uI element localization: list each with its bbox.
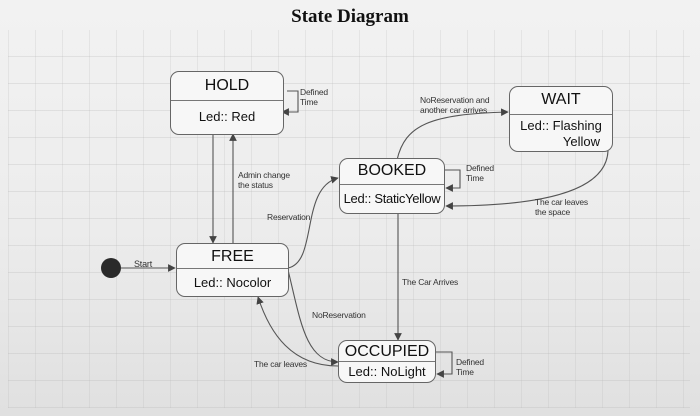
edge-free-occupied [287,269,339,366]
label-occupied-defined-time-line2: Time [456,367,474,377]
start-node [101,258,121,278]
label-reservation: Reservation [267,212,311,222]
state-booked-name: BOOKED [340,159,444,185]
label-car-leaves: The car leaves [254,359,307,369]
label-occupied-defined-time: Defined Time [456,357,484,377]
edge-hold-self [281,90,299,116]
label-car-leaves-space-line1: The car leaves [535,197,588,207]
diagram-title: State Diagram [291,6,409,27]
label-car-leaves-space-line2: the space [535,207,571,217]
state-free-led: Led:: Nocolor [193,275,272,290]
state-occupied[interactable]: OCCUPIED Led:: NoLight [338,340,436,383]
state-booked[interactable]: BOOKED Led:: StaticYellow [339,158,445,214]
label-hold-defined-time-line2: Time [300,97,318,107]
label-hold-defined-time-line1: Defined [300,87,328,97]
start-label: Start [134,259,153,269]
state-hold-led: Led:: Red [198,109,256,124]
label-no-reservation-line1: NoReservation and [420,95,490,105]
state-wait-name: WAIT [510,87,612,115]
edge-booked-self [444,169,461,192]
edge-booked-wait [396,108,509,161]
edge-free-booked [287,176,339,269]
label-no-reservation-line2: another car arrives [420,105,488,115]
state-occupied-name: OCCUPIED [339,341,435,362]
label-no-reservation: NoReservation [312,310,366,320]
state-wait[interactable]: WAIT Led:: Flashing Yellow [509,86,613,152]
edge-wait-booked [445,150,609,210]
edge-occupied-free [256,296,339,367]
state-wait-led-line2: Yellow [562,134,600,149]
edge-occupied-self [435,351,453,378]
label-admin-change-line1: Admin change [238,170,290,180]
label-admin-change: Admin change the status [238,170,290,190]
state-wait-led-line1: Led:: Flashing [520,118,602,133]
label-booked-defined-time: Defined Time [466,163,494,183]
label-booked-defined-time-line2: Time [466,173,484,183]
state-occupied-led: Led:: NoLight [348,364,426,379]
state-free[interactable]: FREE Led:: Nocolor [176,243,289,297]
state-booked-led: Led:: StaticYellow [343,191,441,206]
label-car-leaves-space: The car leaves the space [535,197,588,217]
label-occupied-defined-time-line1: Defined [456,357,484,367]
label-no-reservation-another-car: NoReservation and another car arrives [420,95,490,115]
label-booked-defined-time-line1: Defined [466,163,494,173]
label-car-arrives: The Car Arrives [402,277,459,287]
label-admin-change-line2: the status [238,180,273,190]
state-hold[interactable]: HOLD Led:: Red [170,71,284,135]
state-hold-name: HOLD [171,72,283,101]
label-hold-defined-time: Defined Time [300,87,328,107]
state-free-name: FREE [177,244,288,269]
